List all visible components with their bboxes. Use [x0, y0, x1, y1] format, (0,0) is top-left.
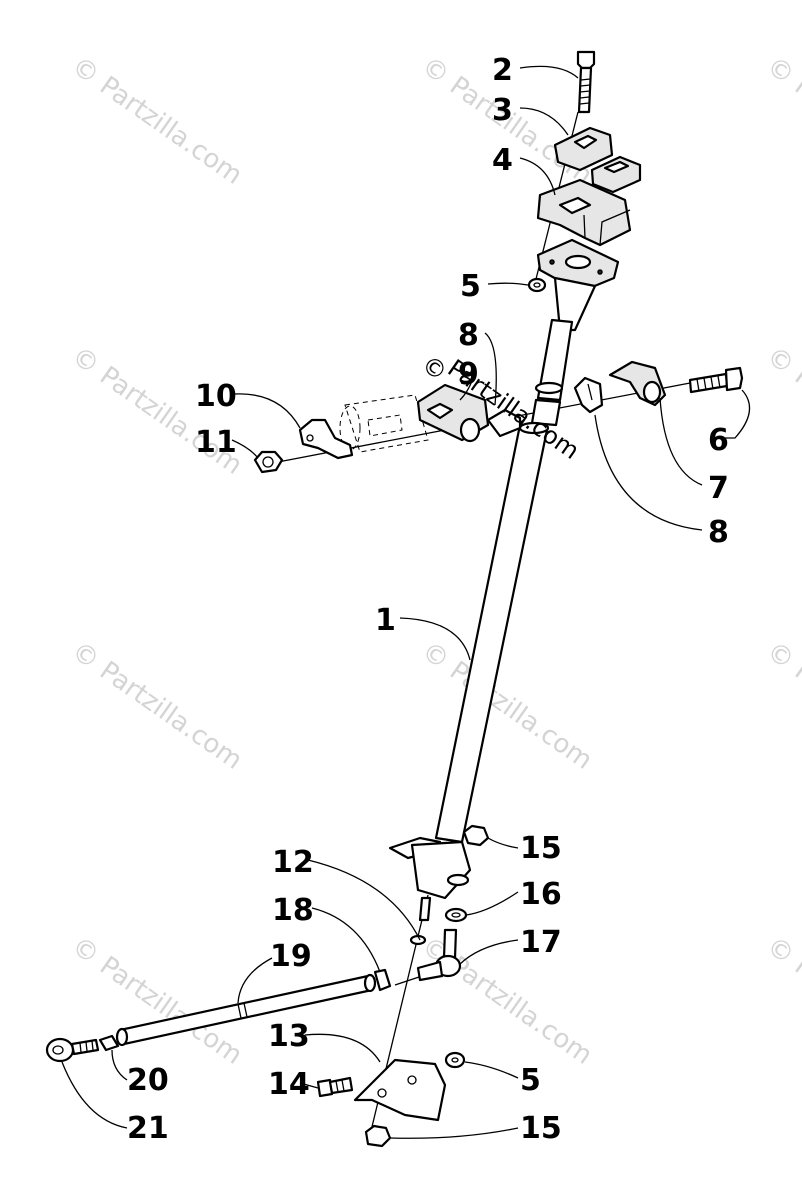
- callout-11: 11: [195, 425, 237, 460]
- part-6-bolt: [688, 366, 744, 394]
- callout-18: 18: [272, 893, 314, 928]
- handlebar-ghost: [339, 394, 429, 453]
- callout-1: 1: [375, 603, 396, 638]
- callout-8: 8: [458, 318, 479, 353]
- watermark-text: © Partzilla.com: [66, 636, 248, 776]
- part-5-washer-upper: [527, 277, 547, 293]
- part-8-clip-right: [573, 376, 604, 414]
- part-10-bracket: [298, 418, 354, 460]
- callout-7: 7: [708, 471, 729, 506]
- part-12-stud: [409, 896, 432, 946]
- center-watermark-copyright: ©: [417, 350, 453, 387]
- callout-16: 16: [520, 877, 562, 912]
- part-8-clip-left: [486, 408, 522, 438]
- part-4-lower-clamp: [536, 178, 632, 247]
- part-18-jam-nut: [373, 968, 392, 992]
- part-15-nut-lower: [364, 1124, 392, 1148]
- callout-3: 3: [492, 93, 513, 128]
- part-14-bolt: [316, 1076, 354, 1098]
- leader-lines: [61, 65, 751, 1139]
- steering-post-top: [530, 238, 620, 427]
- callout-20: 20: [127, 1063, 169, 1098]
- part-17-ball-joint: [416, 928, 462, 982]
- part-20-nut: [98, 1034, 120, 1052]
- watermark-text: © Partzilla.com: [66, 51, 248, 191]
- callout-14: 14: [268, 1067, 310, 1102]
- callout-8: 8: [708, 515, 729, 550]
- part-16-washer: [444, 907, 468, 923]
- callout-5: 5: [460, 269, 481, 304]
- callout-15: 15: [520, 831, 562, 866]
- watermark-text: © Partzilla.com: [761, 636, 802, 776]
- callout-labels: 2 3 4 5 8 9 10 11 6 7 8 1 12 15 16 18 17…: [127, 53, 729, 1146]
- part-15-nut-upper: [462, 824, 490, 847]
- callout-2: 2: [492, 53, 513, 88]
- watermark-layer: © Partzilla.com © Partzilla.com © Partzi…: [66, 51, 802, 1071]
- callout-4: 4: [492, 143, 513, 178]
- part-13-lower-bracket: [353, 1058, 447, 1122]
- watermark-text: © Partzilla.com: [761, 931, 802, 1071]
- callout-5: 5: [520, 1063, 541, 1098]
- steering-arm-lower: [388, 836, 472, 900]
- callout-19: 19: [270, 939, 312, 974]
- callout-10: 10: [195, 379, 237, 414]
- watermark-text: © Partzilla.com: [761, 341, 802, 481]
- callout-13: 13: [268, 1019, 310, 1054]
- callout-12: 12: [272, 845, 314, 880]
- watermark-text: © Partzilla.com: [761, 51, 802, 191]
- part-2-bolt: [576, 50, 596, 114]
- callout-9: 9: [458, 357, 479, 392]
- part-11-nut: [253, 450, 284, 474]
- part-21-tie-rod-end: [45, 1037, 100, 1063]
- callout-17: 17: [520, 925, 562, 960]
- part-19-tie-rod: [115, 973, 377, 1047]
- part-9-bushing: [416, 383, 490, 443]
- callout-15: 15: [520, 1111, 562, 1146]
- part-7-clamp-cap: [608, 360, 667, 407]
- part-5-washer-lower: [444, 1051, 466, 1069]
- watermark-text: © Partzilla.com: [416, 636, 598, 776]
- part-3-upper-clamp: [553, 126, 642, 194]
- callout-6: 6: [708, 423, 729, 458]
- callout-21: 21: [127, 1111, 169, 1146]
